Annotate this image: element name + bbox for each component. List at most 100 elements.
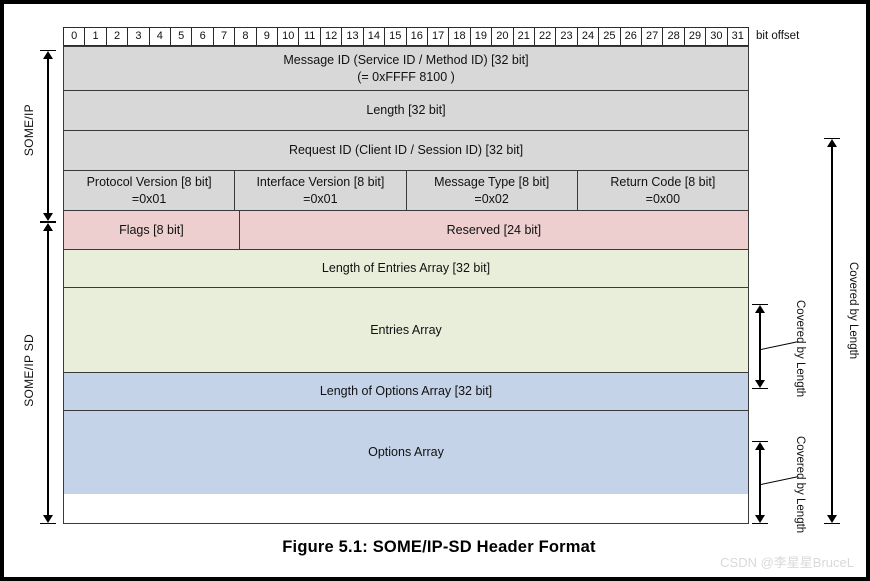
field-value: =0x00 (645, 191, 681, 206)
field-title: Protocol Version [8 bit] (86, 174, 212, 189)
watermark: CSDN @李星星BruceL (720, 555, 854, 570)
bracket-cap-bottom (752, 388, 768, 389)
bracket-cap-bottom (752, 523, 768, 524)
bit-cell: 11 (299, 28, 321, 45)
header-row-version-type-code: Protocol Version [8 bit] =0x01 Interface… (64, 171, 748, 211)
arrow-up-icon (43, 223, 53, 231)
field-title: Flags [8 bit] (119, 222, 184, 237)
field-options-array: Options Array (64, 411, 748, 494)
bracket-cap-top (752, 304, 768, 305)
bit-cell: 0 (64, 28, 86, 45)
entries-covered-by-length-bracket (752, 304, 768, 389)
field-length: Length [32 bit] (64, 91, 748, 130)
field-return-code: Return Code [8 bit] =0x00 (577, 171, 748, 210)
options-covered-by-length-bracket (752, 441, 768, 524)
arrow-up-icon (827, 139, 837, 147)
field-title: Options Array (368, 445, 444, 460)
field-request-id: Request ID (Client ID / Session ID) [32 … (64, 131, 748, 170)
header-row-length-of-entries-array: Length of Entries Array [32 bit] (64, 250, 748, 288)
field-value: =0x02 (474, 191, 509, 206)
entries-covered-by-length-label: Covered by Length (794, 300, 806, 398)
arrow-up-icon (43, 51, 53, 59)
options-covered-by-length-label: Covered by Length (794, 436, 806, 534)
bit-cell: 17 (428, 28, 450, 45)
bit-cell: 12 (321, 28, 343, 45)
field-title: Entries Array (370, 322, 442, 337)
bracket-line (47, 228, 49, 518)
bracket-line (759, 310, 761, 383)
arrow-down-icon (43, 213, 53, 221)
bit-cell: 8 (235, 28, 257, 45)
field-flags: Flags [8 bit] (64, 211, 240, 249)
total-covered-by-length-label: Covered by Length (847, 262, 859, 360)
bit-cell: 9 (257, 28, 279, 45)
header-row-length: Length [32 bit] (64, 91, 748, 131)
bit-cell: 13 (342, 28, 364, 45)
header-row-flags-reserved: Flags [8 bit] Reserved [24 bit] (64, 211, 748, 250)
bracket-cap-top (40, 50, 56, 51)
field-length-of-options-array: Length of Options Array [32 bit] (64, 373, 748, 410)
bit-offset-label: bit offset (756, 30, 800, 42)
field-title: Length of Entries Array [32 bit] (321, 261, 491, 276)
header-row-request-id: Request ID (Client ID / Session ID) [32 … (64, 131, 748, 171)
bracket-cap-top (824, 138, 840, 139)
bit-cell: 1 (85, 28, 107, 45)
bit-cell: 4 (150, 28, 172, 45)
bracket-cap-top (752, 441, 768, 442)
field-title: Message ID (Service ID / Method ID) [32 … (283, 52, 529, 67)
field-title: Length of Options Array [32 bit] (319, 384, 493, 399)
field-reserved: Reserved [24 bit] (239, 211, 748, 249)
header-row-message-id: Message ID (Service ID / Method ID) [32 … (64, 47, 748, 91)
field-entries-array: Entries Array (64, 288, 748, 372)
bit-cell: 26 (621, 28, 642, 45)
bit-cell: 25 (599, 28, 621, 45)
field-interface-version: Interface Version [8 bit] =0x01 (235, 171, 407, 210)
bracket-line (759, 447, 761, 518)
header-row-length-of-options-array: Length of Options Array [32 bit] (64, 373, 748, 411)
bit-cell: 15 (385, 28, 407, 45)
bracket-cap-bottom (40, 221, 56, 222)
header-row-entries-array: Entries Array (64, 288, 748, 373)
bit-cell: 30 (706, 28, 728, 45)
field-value: (= 0xFFFF 8100 ) (357, 69, 455, 84)
bit-cell: 10 (278, 28, 300, 45)
header-row-options-array: Options Array (64, 411, 748, 494)
bracket-cap-top (40, 222, 56, 223)
field-title: Message Type [8 bit] (434, 174, 550, 189)
arrow-up-icon (755, 442, 765, 450)
bit-cell: 2 (107, 28, 129, 45)
bit-cell: 6 (192, 28, 214, 45)
field-value: =0x01 (131, 191, 167, 206)
field-value: =0x01 (303, 191, 338, 206)
bracket-line (831, 144, 833, 518)
total-covered-by-length-bracket (824, 138, 840, 524)
arrow-down-icon (43, 515, 53, 523)
field-message-type: Message Type [8 bit] =0x02 (406, 171, 578, 210)
figure-caption: Figure 5.1: SOME/IP-SD Header Format (282, 538, 596, 556)
bit-cell: 21 (514, 28, 535, 45)
arrow-down-icon (755, 515, 765, 523)
bracket-line (47, 56, 49, 216)
bit-cell: 23 (556, 28, 578, 45)
arrow-up-icon (755, 305, 765, 313)
field-title: Reserved [24 bit] (446, 222, 542, 237)
bit-cell: 27 (642, 28, 664, 45)
bracket-cap-bottom (824, 523, 840, 524)
bit-cell: 5 (171, 28, 193, 45)
arrow-down-icon (755, 380, 765, 388)
bit-cell: 3 (128, 28, 150, 45)
someip-sd-header-table: Message ID (Service ID / Method ID) [32 … (63, 46, 749, 524)
field-length-of-entries-array: Length of Entries Array [32 bit] (64, 250, 748, 287)
someip-span-label: SOME/IP (22, 104, 36, 157)
bit-cell: 19 (471, 28, 493, 45)
someip-sd-span-label: SOME/IP SD (22, 334, 36, 407)
bit-cell: 7 (214, 28, 236, 45)
field-title: Return Code [8 bit] (610, 174, 716, 189)
bit-cell: 31 (731, 30, 744, 42)
bit-cell: 16 (407, 28, 428, 45)
bit-cell: 18 (449, 28, 471, 45)
bit-cell: 24 (578, 28, 600, 45)
field-title: Length [32 bit] (366, 103, 446, 118)
field-protocol-version: Protocol Version [8 bit] =0x01 (64, 171, 236, 210)
